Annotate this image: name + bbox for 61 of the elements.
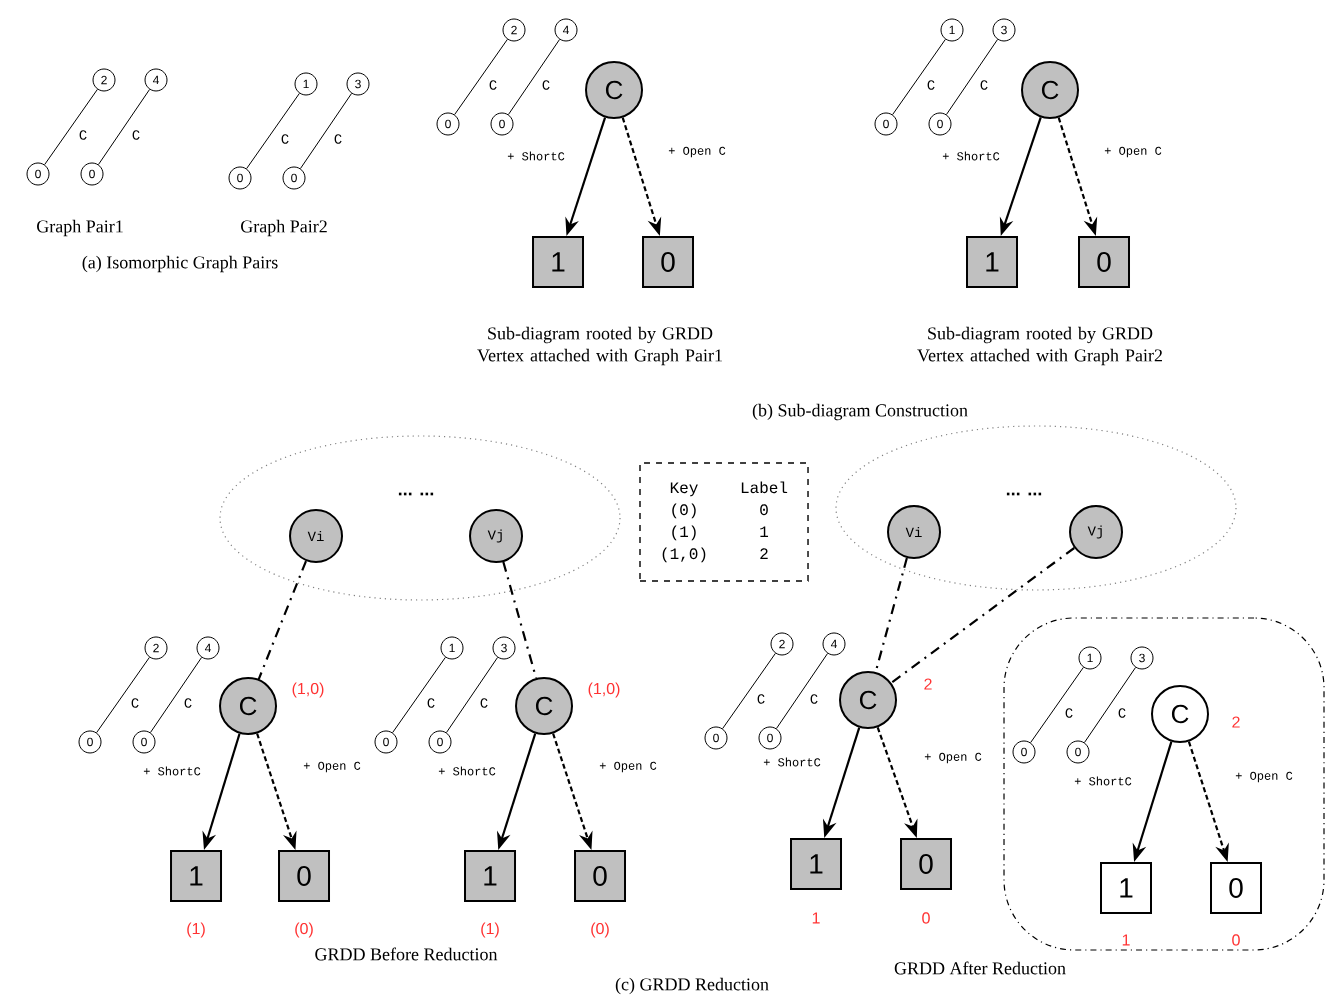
- edge-line: [508, 39, 561, 115]
- edge-line: [300, 93, 353, 169]
- edge-line: [874, 557, 908, 673]
- node-annotation: 2: [1232, 716, 1240, 728]
- caption: GRDD After Reduction: [894, 961, 1066, 975]
- caption: (c) GRDD Reduction: [615, 977, 769, 995]
- terminal-box: 0: [642, 236, 694, 288]
- edge-line: [1030, 666, 1084, 744]
- caption: Sub-diagram rooted by GRDD Vertex attached with Graph Pair2: [917, 326, 1162, 366]
- terminal-box: 0: [1210, 862, 1262, 914]
- terminal-box: 0: [1078, 236, 1130, 288]
- root-vertex: C: [1151, 685, 1209, 743]
- edge-line: [96, 656, 150, 734]
- node-annotation: 1: [1122, 934, 1130, 946]
- edge-line: [892, 38, 946, 116]
- edge-line: [98, 89, 151, 165]
- edge-line: [890, 547, 1075, 684]
- terminal-box: 1: [1100, 862, 1152, 914]
- edge-line: [1084, 667, 1137, 743]
- caption: (b) Sub-diagram Construction: [752, 403, 968, 421]
- edge-line: [454, 38, 508, 116]
- edge-line: [392, 656, 446, 734]
- node-annotation: (1): [481, 922, 499, 938]
- edge-line: [44, 88, 98, 166]
- node-annotation: (0): [295, 922, 313, 938]
- node-annotation: (0): [591, 922, 609, 938]
- root-vertex: C: [515, 677, 573, 735]
- terminal-box: 0: [900, 838, 952, 890]
- root-vertex: C: [839, 671, 897, 729]
- edge-line: [446, 657, 499, 733]
- caption: GRDD Before Reduction: [315, 947, 498, 961]
- terminal-box: 1: [790, 838, 842, 890]
- key-table: Key Label (0) 0 (1) 1 (1,0) 2: [639, 462, 809, 582]
- node-annotation: (1): [187, 922, 205, 938]
- edge-line: [246, 92, 300, 170]
- root-vertex: C: [219, 677, 277, 735]
- node-annotation: 0: [1232, 934, 1240, 946]
- terminal-box: 0: [574, 850, 626, 902]
- terminal-box: 1: [966, 236, 1018, 288]
- edge-line: [722, 652, 776, 730]
- edge-line: [257, 560, 307, 680]
- edge-line: [150, 657, 203, 733]
- caption: Sub-diagram rooted by GRDD Vertex attached with Graph Pair1: [477, 326, 722, 366]
- root-vertex: C: [585, 61, 643, 119]
- edge-line: [776, 653, 829, 729]
- caption: (a) Isomorphic Graph Pairs: [82, 255, 278, 273]
- terminal-box: 1: [170, 850, 222, 902]
- node-annotation: 1: [812, 912, 820, 924]
- edge-line: [946, 39, 999, 115]
- node-annotation: (1,0): [292, 682, 324, 698]
- subdiagram-region: [1003, 617, 1325, 951]
- node-annotation: (1,0): [588, 682, 620, 698]
- node-annotation: 0: [922, 912, 930, 924]
- terminal-box: 0: [278, 850, 330, 902]
- caption: Graph Pair2: [241, 219, 327, 237]
- terminal-box: 1: [464, 850, 516, 902]
- terminal-box: 1: [532, 236, 584, 288]
- node-annotation: 2: [924, 678, 932, 690]
- root-vertex: C: [1021, 61, 1079, 119]
- edge-line: [502, 561, 538, 679]
- caption: Graph Pair1: [37, 219, 123, 237]
